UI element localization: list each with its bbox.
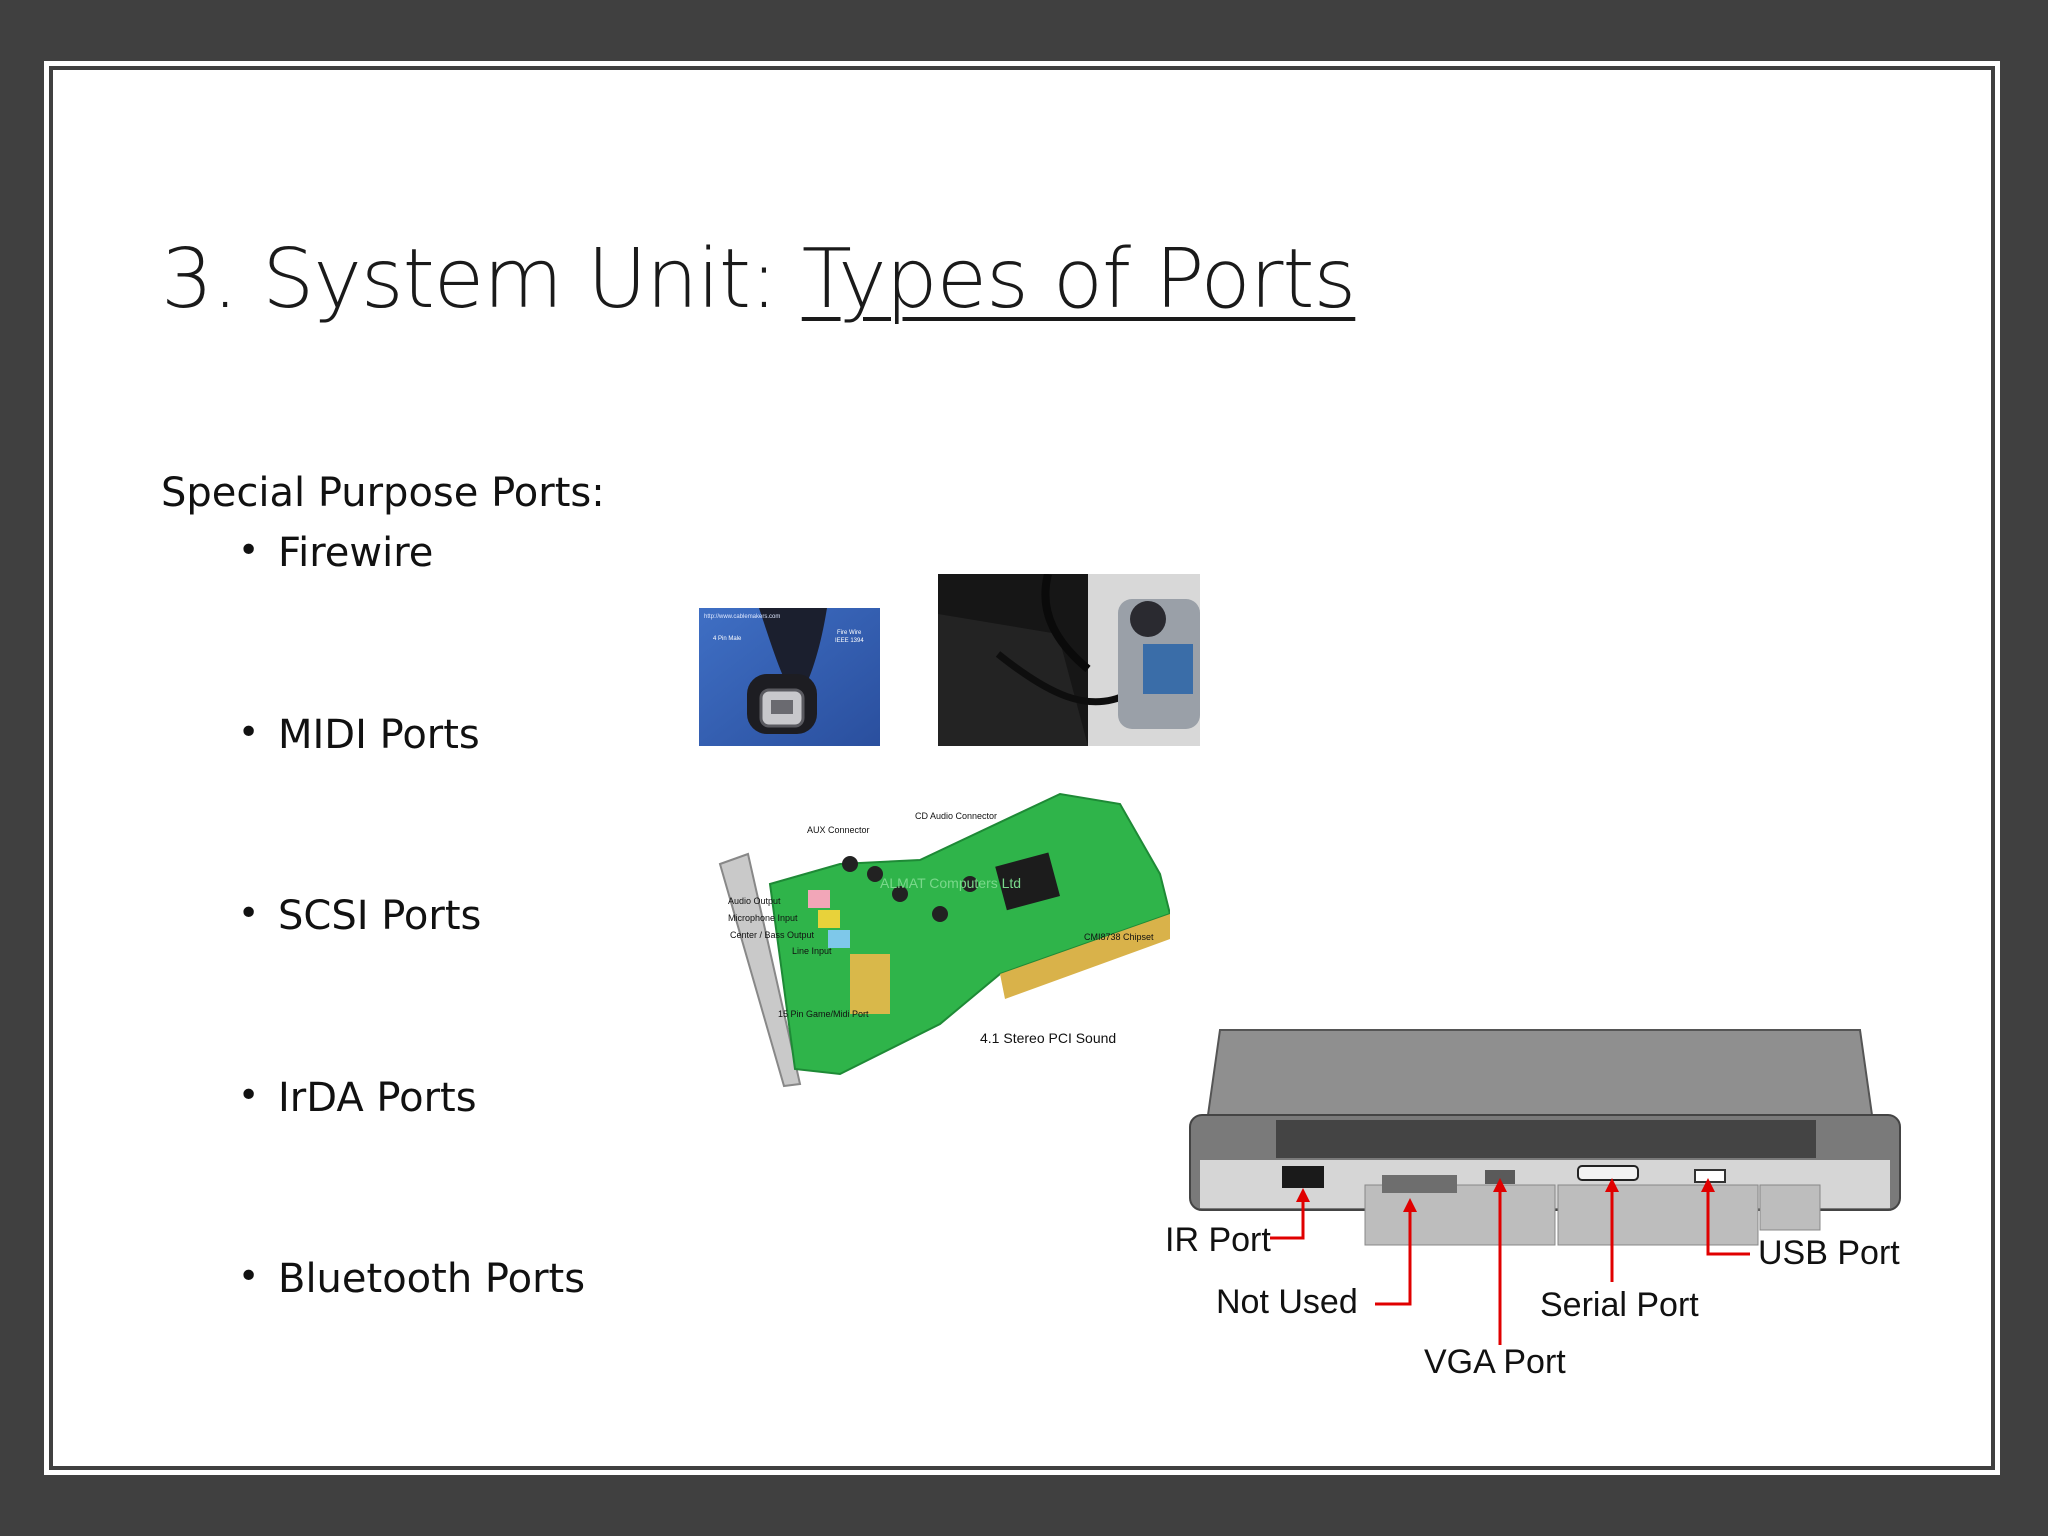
laptop-ports-diagram: IR Port Not Used VGA Port Serial Port US… xyxy=(1160,1020,1920,1390)
label-vga-port: VGA Port xyxy=(1424,1343,1566,1381)
sound-card-photo: CD Audio Connector AUX Connector Audio O… xyxy=(700,764,1170,1104)
label-aux: AUX Connector xyxy=(807,825,870,835)
camera-cable-photo xyxy=(938,574,1200,746)
label-not-used: Not Used xyxy=(1216,1283,1358,1321)
slide-title: 3. System Unit: Types of Ports xyxy=(161,232,1357,327)
firewire-brand-line1: Fire Wire xyxy=(837,630,862,636)
firewire-url-text: http://www.cablemakers.com xyxy=(704,614,780,620)
label-chipset: CMI8738 Chipset xyxy=(1084,932,1154,942)
bullet-list: Firewire MIDI Ports SCSI Ports IrDA Port… xyxy=(238,530,585,1438)
bullet-item: Bluetooth Ports xyxy=(238,1256,585,1438)
bullet-item: Firewire xyxy=(238,530,585,712)
label-game-midi: 15 Pin Game/Midi Port xyxy=(778,1009,869,1019)
label-serial-port: Serial Port xyxy=(1540,1286,1699,1324)
section-heading: Special Purpose Ports: xyxy=(161,470,605,516)
firewire-connector-photo: http://www.cablemakers.com 4 Pin Male Fi… xyxy=(699,608,880,746)
label-ir-port: IR Port xyxy=(1165,1221,1271,1259)
label-mic-input: Microphone Input xyxy=(728,913,798,923)
bullet-item: IrDA Ports xyxy=(238,1075,585,1257)
label-audio-output: Audio Output xyxy=(728,896,781,906)
title-prefix: 3. System Unit: xyxy=(161,232,802,327)
label-line-input: Line Input xyxy=(792,946,832,956)
bullet-item: SCSI Ports xyxy=(238,893,585,1075)
firewire-brand-line2: IEEE 1394 xyxy=(835,638,864,644)
label-center-bass: Center / Bass Output xyxy=(730,930,815,940)
label-cd-audio: CD Audio Connector xyxy=(915,811,997,821)
title-underlined: Types of Ports xyxy=(801,232,1357,327)
bullet-item: MIDI Ports xyxy=(238,712,585,894)
label-usb-port: USB Port xyxy=(1758,1234,1900,1272)
sound-card-caption: 4.1 Stereo PCI Sound xyxy=(980,1030,1116,1046)
sound-card-watermark: ALMAT Computers Ltd xyxy=(880,875,1021,891)
firewire-pin-text: 4 Pin Male xyxy=(713,636,742,642)
